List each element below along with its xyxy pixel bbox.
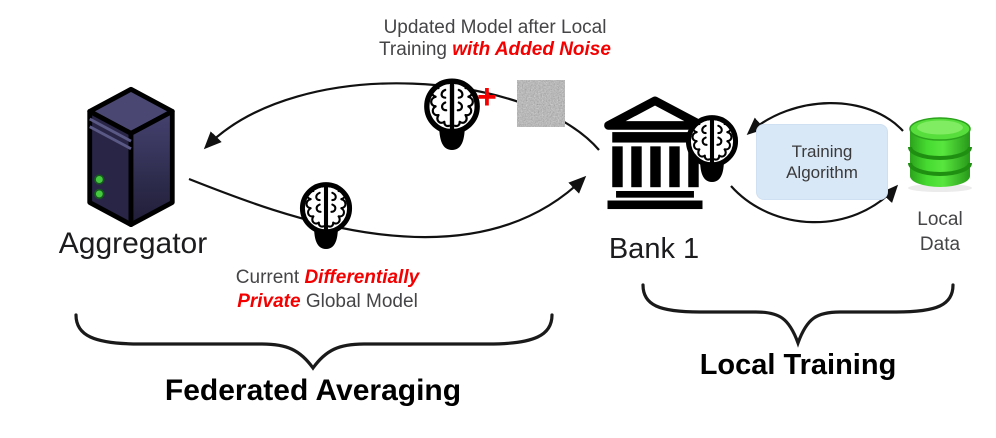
brain-noisy-model-icon	[421, 76, 483, 162]
local-training-label: Local Training	[699, 349, 897, 381]
caption-updated-model: Updated Model after Local Training with …	[330, 17, 660, 61]
caption-differentially: Differentially	[304, 267, 420, 288]
arrow-aggregator-to-bank	[188, 175, 587, 239]
arrow-bank-to-data	[730, 184, 899, 224]
local-data-label: Local Data	[890, 207, 990, 257]
server-led-icon	[94, 188, 105, 200]
plus-icon: +	[477, 78, 497, 116]
local-data-line1: Local	[917, 209, 963, 230]
brace-local-training	[641, 283, 955, 348]
arrow-data-to-model	[746, 102, 904, 136]
bank-icon	[604, 96, 706, 210]
local-data-line2: Data	[919, 234, 961, 255]
caption-private: Private	[237, 291, 301, 312]
caption-global-model-plain2: Global Model	[300, 291, 418, 312]
bank-label: Bank 1	[608, 233, 700, 265]
caption-updated-model-line1: Updated Model after Local	[383, 17, 607, 38]
training-algorithm-box: Training Algorithm	[756, 124, 888, 200]
brain-local-model-icon	[683, 110, 741, 196]
training-box-line2: Algorithm	[786, 163, 858, 182]
brace-federated-averaging	[74, 313, 554, 371]
brain-global-model-icon	[297, 177, 355, 263]
noise-icon	[517, 80, 565, 127]
caption-global-model: Current Differentially Private Global Mo…	[195, 266, 460, 314]
caption-with-added-noise: with Added Noise	[452, 39, 611, 60]
server-icon	[87, 86, 175, 228]
server-led-icon	[94, 174, 105, 185]
federated-averaging-label: Federated Averaging	[164, 374, 462, 407]
aggregator-label: Aggregator	[58, 227, 208, 260]
caption-updated-model-line2-plain: Training	[379, 39, 453, 60]
training-box-line1: Training	[791, 142, 853, 161]
caption-global-model-plain1: Current	[235, 267, 305, 288]
database-icon	[908, 117, 972, 192]
